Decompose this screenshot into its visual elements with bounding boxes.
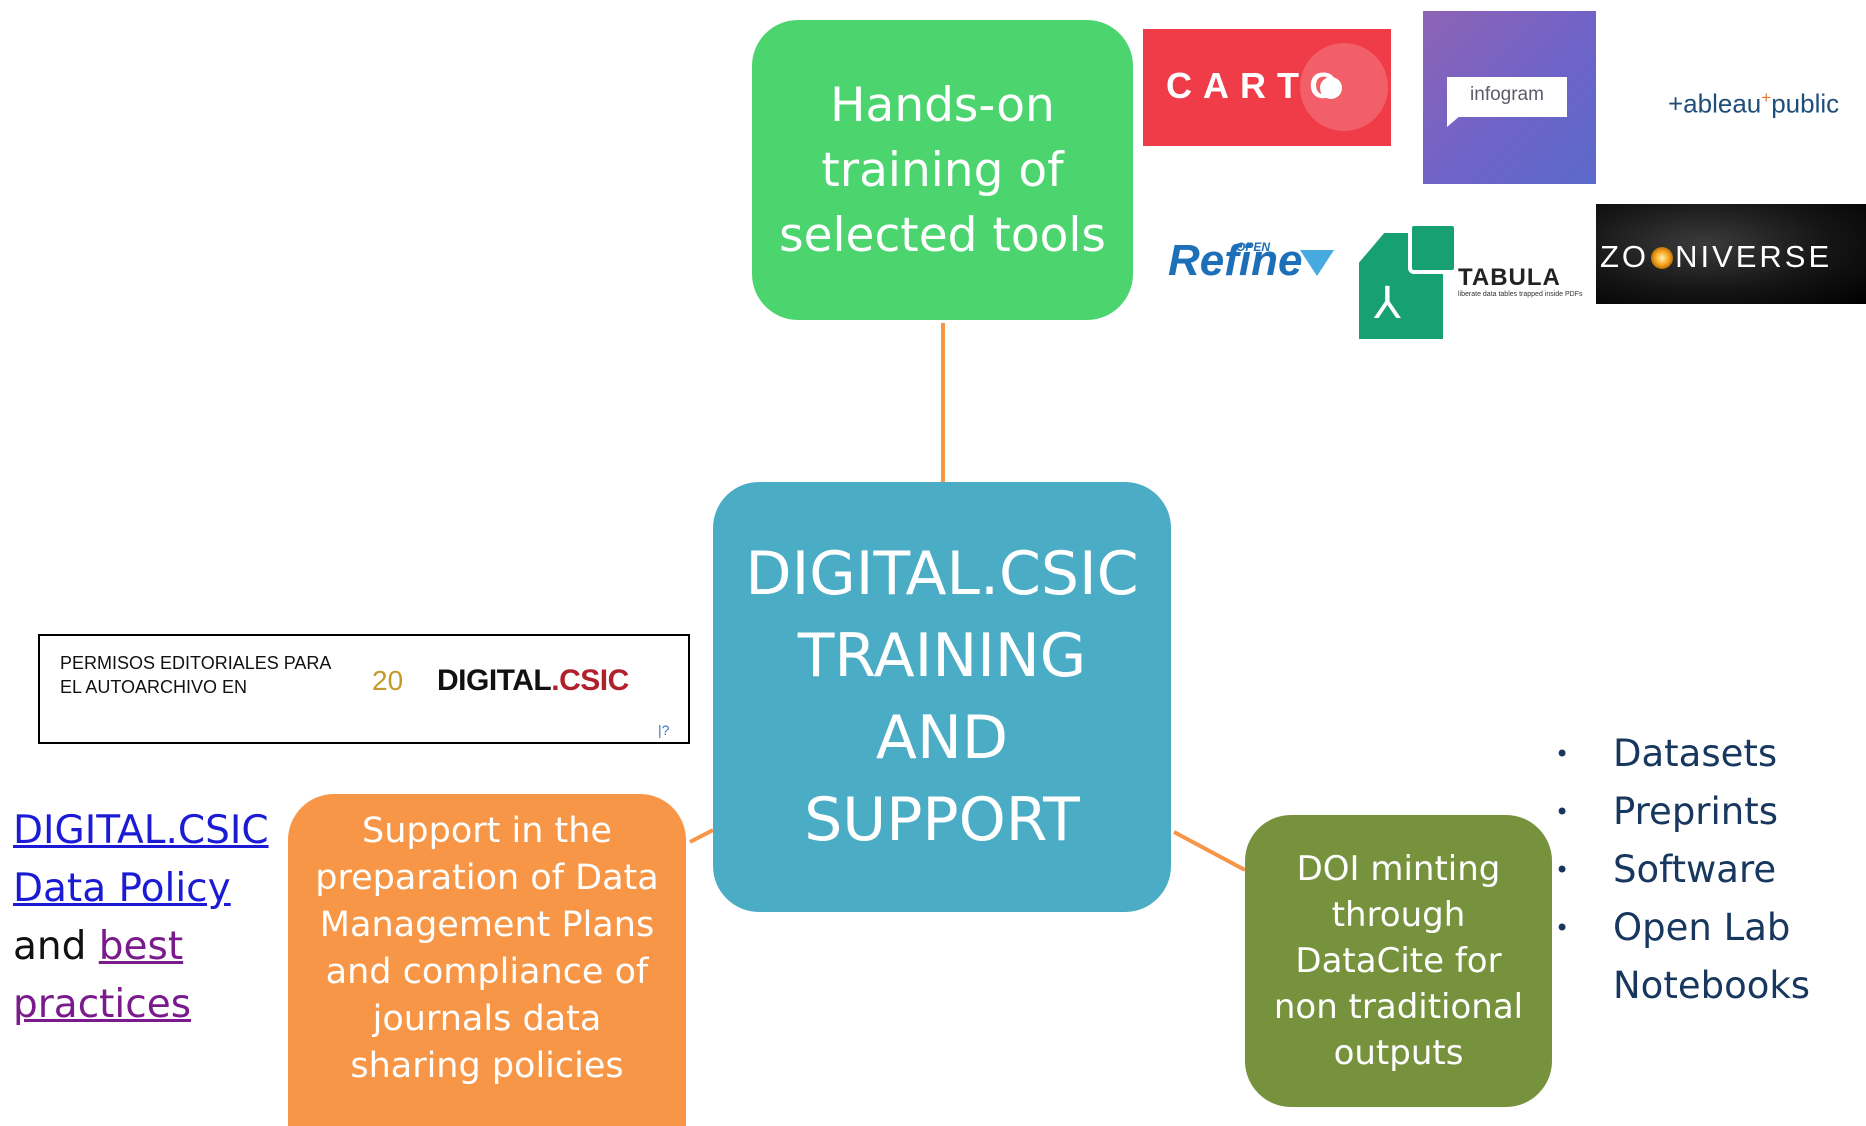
carto-logo (1143, 29, 1391, 146)
tabula-tagline: liberate data tables trapped inside PDFs (1458, 291, 1583, 298)
data-policy-link-line1[interactable]: DIGITAL.CSIC (13, 808, 269, 853)
banner-brand-csic: .CSIC (551, 664, 629, 697)
data-policy-link-line2[interactable]: Data Policy (13, 866, 231, 911)
policy-links: DIGITAL.CSIC Data Policy and best practi… (13, 802, 269, 1034)
openrefine-open-label: OPEN (1236, 240, 1271, 254)
best-practices-link-line2[interactable]: practices (13, 982, 192, 1027)
and-text: and (13, 924, 87, 969)
infogram-bubble-tail (1447, 115, 1461, 127)
best-practices-link-line1[interactable]: best (98, 924, 184, 969)
tableau-public-logo: +ableau+public (1668, 88, 1839, 120)
list-item: •Preprints (1555, 783, 1810, 841)
banner-line-2: EL AUTOARCHIVO EN (60, 677, 248, 697)
zooniverse-planet-icon (1651, 247, 1674, 269)
outputs-list: •Datasets •Preprints •Software •Open Lab… (1555, 725, 1810, 1015)
openrefine-diamond-icon (1300, 250, 1334, 276)
banner-brand: DIGITAL.CSIC (437, 664, 629, 698)
tableau-logo-text-b: public (1771, 88, 1840, 119)
tableau-logo-text-a: +ableau (1668, 88, 1762, 119)
list-item: •Software (1555, 841, 1810, 899)
banner-brand-digital: DIGITAL (437, 664, 552, 697)
tableau-plus-icon: + (1761, 88, 1772, 107)
bullet-icon: • (1555, 740, 1570, 768)
center-node-title: DIGITAL.CSIC TRAINING AND SUPPORT (713, 482, 1171, 912)
list-item: •Open Lab (1555, 899, 1810, 957)
infogram-logo-text: infogram (1470, 84, 1544, 105)
list-item: •Datasets (1555, 725, 1810, 783)
zooniverse-text-a: ZO (1600, 239, 1650, 274)
tabula-lock-icon (1408, 222, 1458, 274)
connector-right (1173, 830, 1246, 872)
zooniverse-logo (1596, 204, 1866, 304)
carto-logo-text: CARTO (1166, 65, 1349, 106)
bullet-icon: • (1555, 856, 1570, 884)
carto-dot (1320, 77, 1342, 99)
banner-line-1: PERMISOS EDITORIALES PARA (60, 653, 332, 673)
pdf-acrobat-icon: ⅄ (1374, 278, 1401, 329)
top-node-training: Hands-on training of selected tools (752, 20, 1133, 320)
banner-help-mark: |? (658, 722, 670, 738)
openrefine-logo-text: Refine (1168, 236, 1303, 285)
infogram-speech-bubble (1447, 77, 1567, 117)
connector-left (689, 828, 714, 844)
tabula-logo-text: TABULA (1458, 264, 1561, 291)
left-node-support: Support in the preparation of Data Manag… (288, 794, 686, 1126)
carto-circle (1300, 43, 1388, 131)
zooniverse-logo-text: ZO NIVERSE (1600, 239, 1832, 275)
banner-year-mark: 20 (372, 665, 404, 696)
bullet-icon: • (1555, 798, 1570, 826)
bullet-icon: • (1555, 914, 1570, 942)
list-item: Notebooks (1613, 964, 1811, 1007)
zooniverse-text-b: NIVERSE (1675, 239, 1833, 274)
right-node-doi: DOI minting through DataCite for non tra… (1245, 815, 1552, 1107)
permisos-editoriales-banner[interactable] (38, 634, 690, 744)
